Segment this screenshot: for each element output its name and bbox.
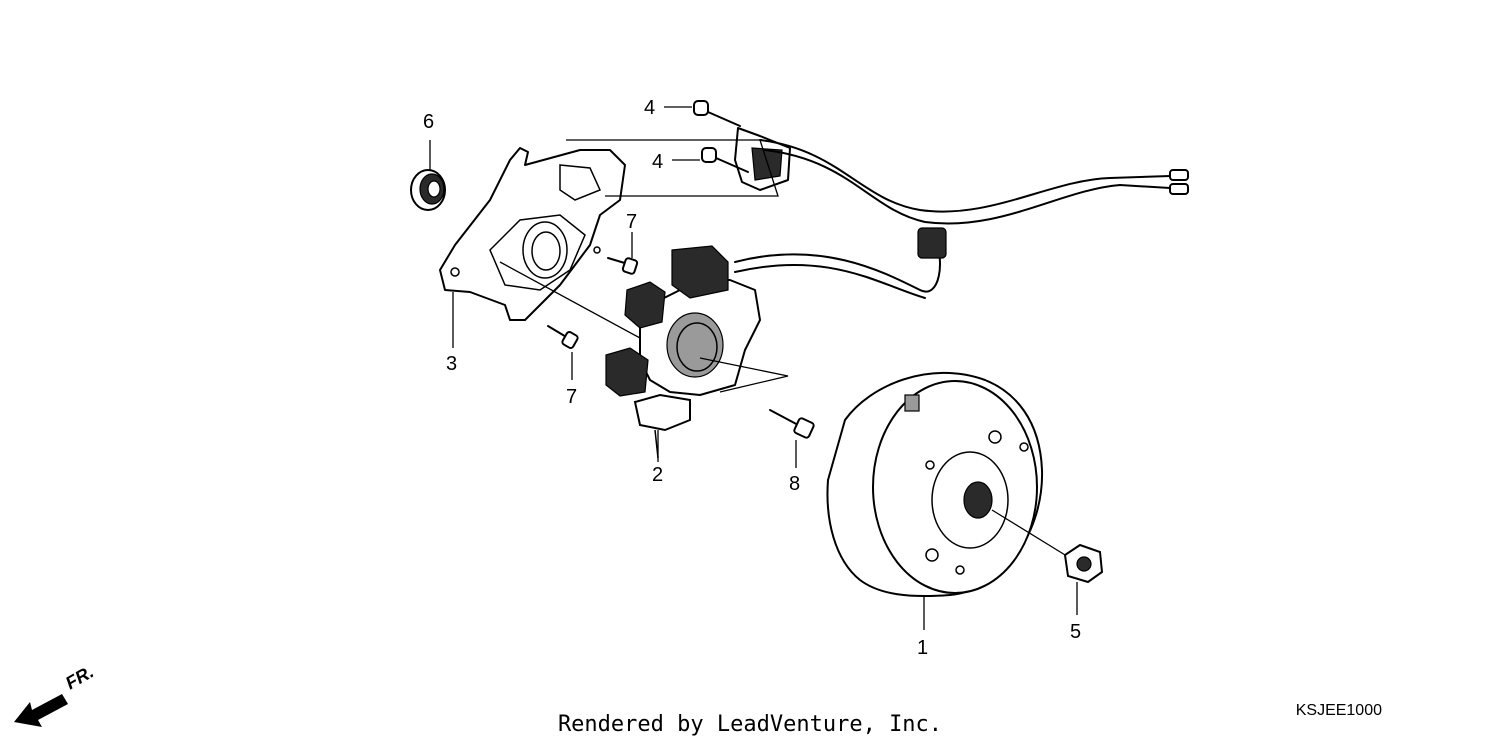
wire-harness <box>734 139 1189 299</box>
callout-bolt-upper[interactable]: 4 <box>644 97 655 119</box>
flange-bolt-part[interactable] <box>769 409 815 439</box>
callout-flywheel[interactable]: 1 <box>917 637 928 659</box>
bolt-upper-part[interactable] <box>693 100 741 127</box>
cover-part[interactable] <box>439 147 626 321</box>
stator-part[interactable] <box>605 245 761 459</box>
callout-stator[interactable]: 2 <box>652 464 663 486</box>
screw-lower-part[interactable] <box>547 325 579 349</box>
callout-nut[interactable]: 5 <box>1070 621 1081 643</box>
diagram-code: KSJEE1000 <box>1295 702 1382 719</box>
oil-seal-part[interactable] <box>410 169 446 211</box>
flywheel-part[interactable] <box>826 371 1044 598</box>
callout-screw-upper[interactable]: 7 <box>626 211 637 233</box>
callout-flange-bolt[interactable]: 8 <box>789 473 800 495</box>
bolt-lower-part[interactable] <box>701 147 749 173</box>
callout-oil-seal[interactable]: 6 <box>423 111 434 133</box>
callout-cover[interactable]: 3 <box>446 353 457 375</box>
screw-upper-part[interactable] <box>607 257 639 275</box>
pulse-generator-part[interactable] <box>734 127 791 191</box>
callout-bolt-lower[interactable]: 4 <box>652 151 663 173</box>
front-direction-arrow-icon <box>14 694 68 727</box>
footer-credit: Rendered by LeadVenture, Inc. <box>557 712 943 737</box>
callout-screw-lower[interactable]: 7 <box>566 386 577 408</box>
nut-part[interactable] <box>1063 543 1104 584</box>
